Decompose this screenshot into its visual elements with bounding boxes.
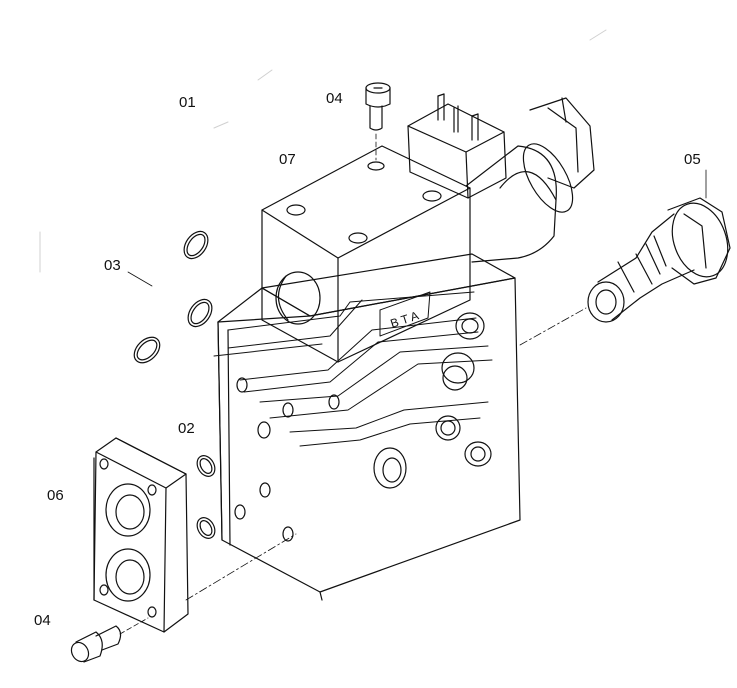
valve-body: [213, 253, 521, 601]
callout-05: 05: [684, 151, 701, 168]
callout-04-top: 04: [326, 90, 343, 107]
leader-lines: [127, 169, 707, 287]
solenoid-block: B T A: [261, 145, 471, 363]
callout-02: 02: [178, 420, 195, 437]
callout-03: 03: [104, 257, 121, 274]
callout-01: 01: [179, 94, 196, 111]
callout-04-bottom: 04: [34, 612, 51, 629]
cartridge-valve: [519, 197, 731, 346]
body-ports: [373, 312, 492, 489]
top-screw: [365, 82, 391, 161]
bottom-screw: [70, 617, 149, 663]
o-rings-03: [133, 230, 213, 364]
side-holes: [234, 377, 340, 542]
cover-plate: [93, 437, 297, 633]
callout-07: 07: [279, 151, 296, 168]
o-rings-02: [196, 455, 216, 539]
callout-06: 06: [47, 487, 64, 504]
watermark-artifacts: [39, 29, 607, 273]
solenoid-coil: [407, 93, 595, 263]
solenoid-marking: B T A: [389, 308, 421, 330]
